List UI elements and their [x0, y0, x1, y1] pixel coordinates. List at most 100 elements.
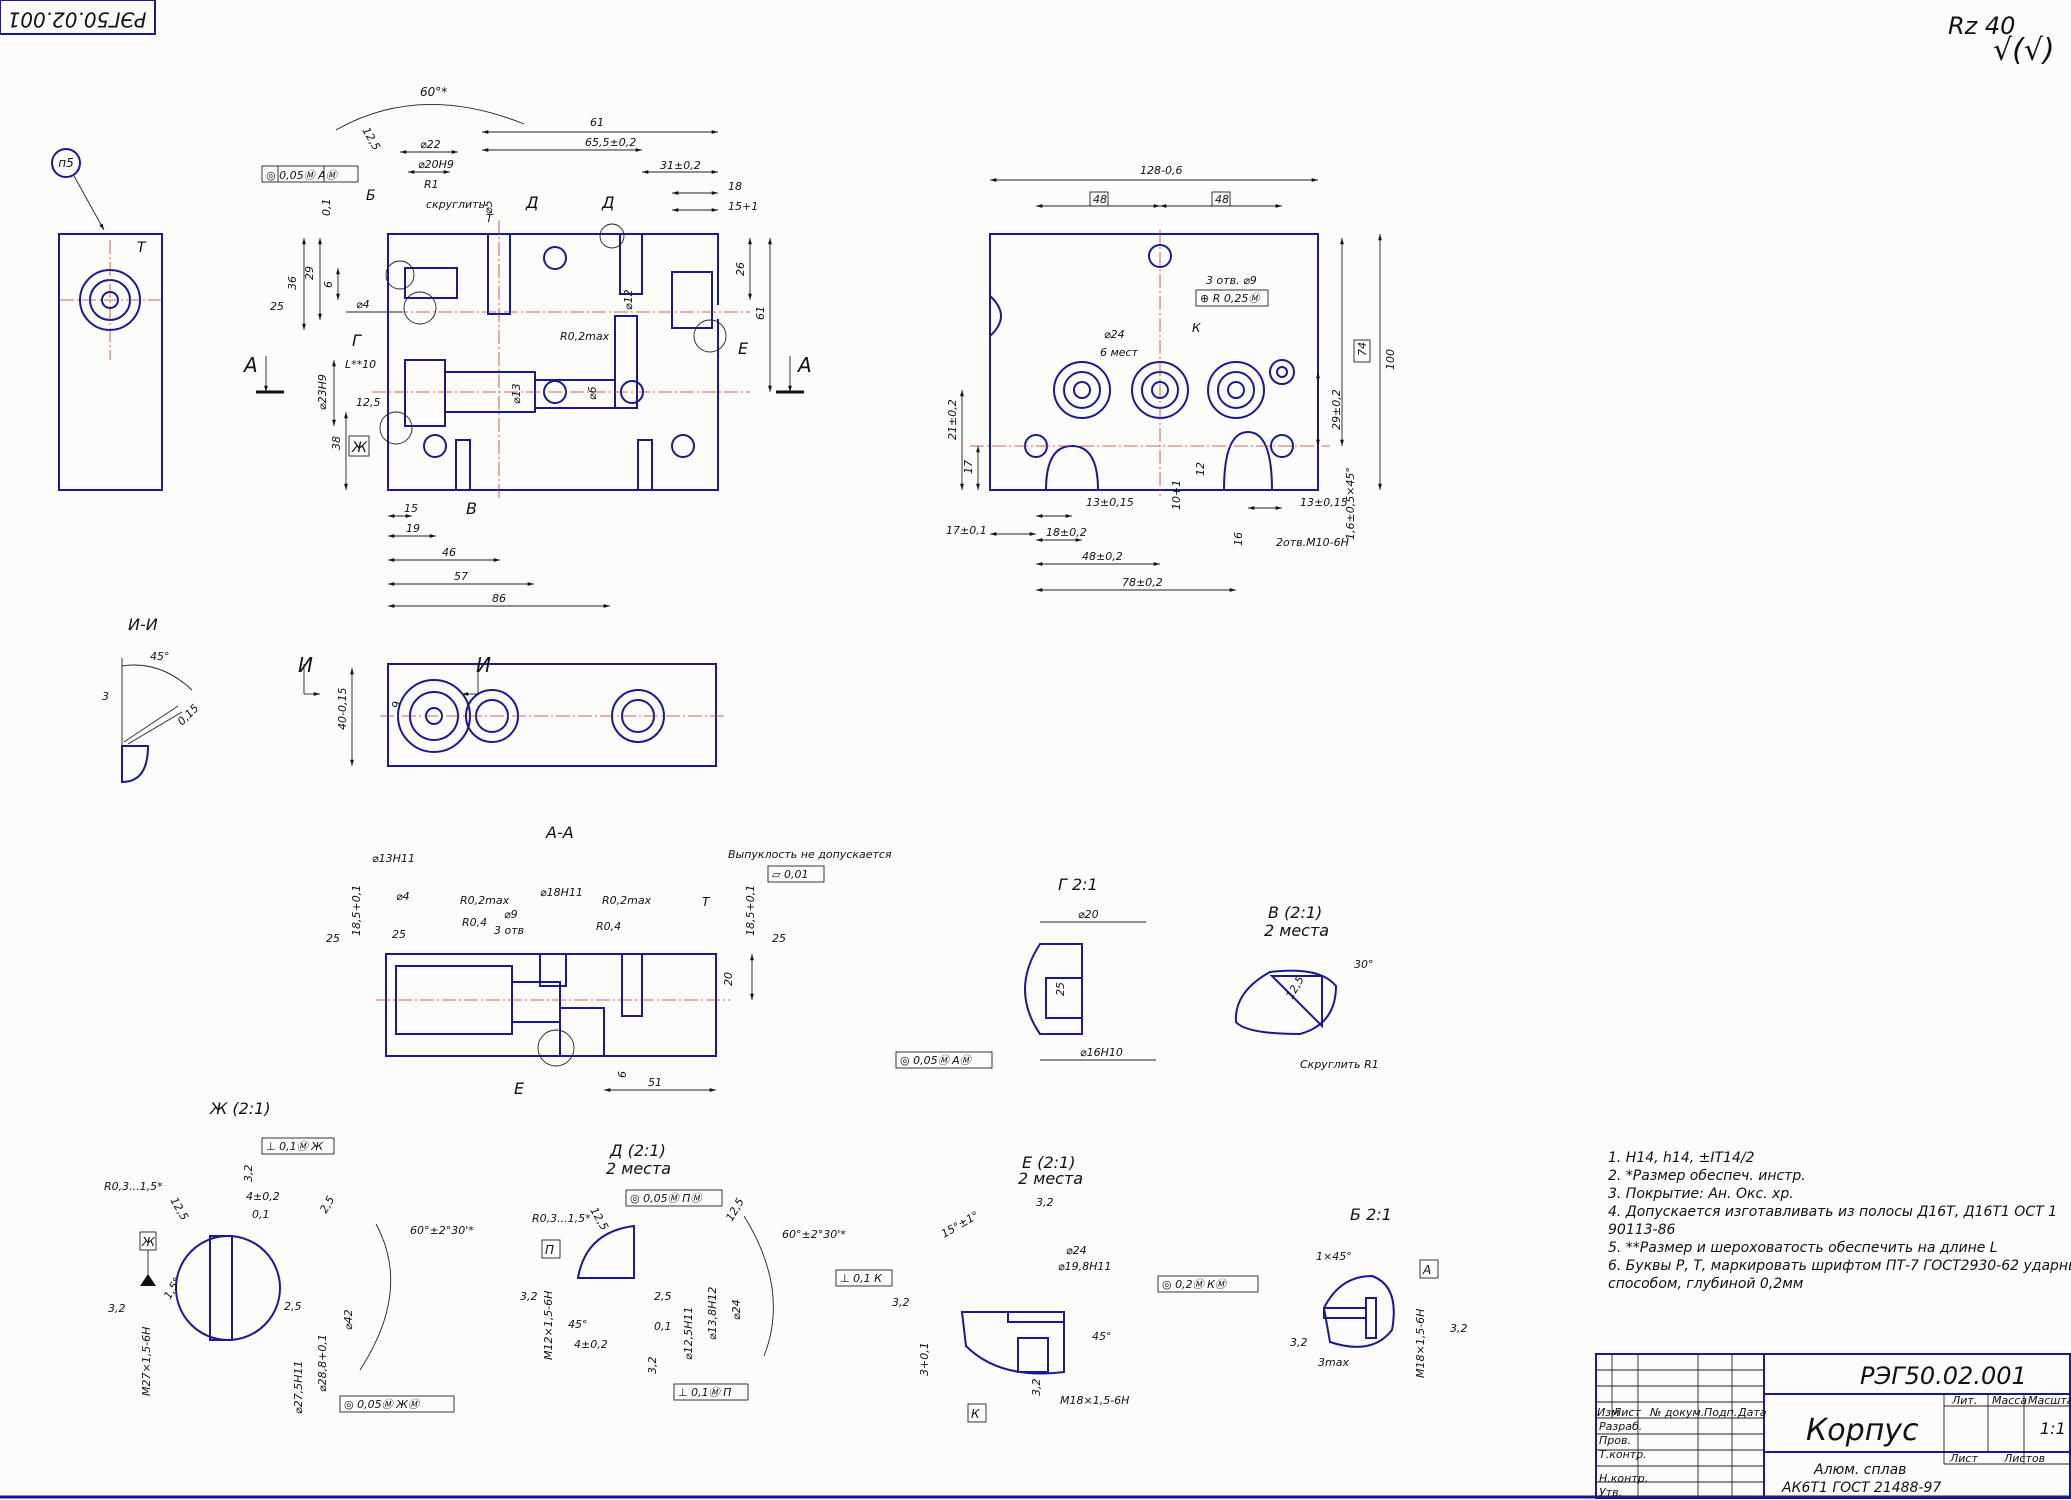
svg-text:12,5: 12,5 [587, 1205, 611, 1233]
svg-text:Т: Т [137, 240, 147, 256]
svg-text:1,6±0,5×45°: 1,6±0,5×45° [1344, 467, 1357, 540]
tol-frame-e-left: ⊥ 0,1 К [840, 1272, 883, 1285]
svg-text:60°±2°30'*: 60°±2°30'* [410, 1224, 474, 1237]
svg-text:12,5: 12,5 [356, 396, 381, 409]
svg-text:29: 29 [303, 266, 316, 280]
svg-text:3,2: 3,2 [108, 1302, 126, 1315]
note-4b: 90113-86 [1608, 1222, 1675, 1238]
svg-text:3 отв: 3 отв [494, 924, 524, 937]
stamp-code: РЭГ50.02.001 [8, 8, 147, 32]
svg-text:29±0,2: 29±0,2 [1330, 389, 1343, 430]
detail-b: Б 2:1 1×45° А 3,2 3max M18×1,5-6Н 3,2 [1290, 1205, 1468, 1378]
svg-text:3max: 3max [1318, 1356, 1349, 1369]
title-material-1: Алюм. сплав [1813, 1462, 1906, 1478]
svg-text:⌀22: ⌀22 [420, 138, 441, 151]
svg-text:12,5: 12,5 [723, 1196, 747, 1224]
svg-text:3,2: 3,2 [520, 1290, 538, 1303]
note-1: 1. Н14, h14, ±IT14/2 [1608, 1150, 1755, 1166]
title-name: Корпус [1806, 1413, 1919, 1448]
svg-text:61: 61 [754, 306, 767, 320]
note-4: 4. Допускается изготавливать из полосы Д… [1608, 1204, 2057, 1220]
svg-text:⌀42: ⌀42 [342, 1309, 355, 1330]
svg-text:6 мест: 6 мест [1100, 346, 1139, 359]
tol-frame-flatness: ▱ 0,01 [772, 868, 808, 881]
tol-frame-zh-bottom: ◎ 0,05Ⓜ ЖⓂ [344, 1398, 421, 1411]
svg-text:60°±2°30'*: 60°±2°30'* [782, 1228, 846, 1241]
svg-text:⌀23Н9: ⌀23Н9 [316, 374, 329, 410]
svg-text:51: 51 [648, 1076, 662, 1089]
svg-text:Г: Г [352, 331, 362, 350]
svg-text:25: 25 [326, 932, 340, 945]
svg-text:Д: Д [601, 193, 615, 212]
svg-text:Утв.: Утв. [1599, 1486, 1622, 1499]
svg-text:3,2: 3,2 [646, 1357, 659, 1375]
svg-text:6: 6 [616, 1071, 629, 1078]
svg-text:Масштаб: Масштаб [2028, 1394, 2071, 1407]
svg-text:13±0,15: 13±0,15 [1300, 496, 1348, 509]
svg-text:25: 25 [1054, 982, 1067, 996]
svg-text:57: 57 [454, 570, 468, 583]
svg-text:⌀19,8Н11: ⌀19,8Н11 [1058, 1260, 1111, 1273]
svg-text:128-0,6: 128-0,6 [1140, 164, 1182, 177]
svg-text:19: 19 [406, 522, 420, 535]
svg-text:45°: 45° [568, 1318, 588, 1331]
view-e-places: 2 места [1018, 1169, 1083, 1188]
svg-text:Ж: Ж [141, 1235, 156, 1249]
svg-text:Т: Т [702, 895, 711, 909]
front-section-view: А А 60°* 61 65,5±0,2 31±0,2 18 15+1 ⌀22 … [242, 85, 812, 608]
note-6: 6. Буквы Р, Т, маркировать шрифтом ПТ-7 … [1608, 1258, 2071, 1274]
svg-text:74: 74 [1356, 342, 1369, 356]
svg-text:78±0,2: 78±0,2 [1122, 576, 1163, 589]
note-6b: способом, глубиной 0,2мм [1608, 1276, 1804, 1292]
svg-text:Скруглить R1: Скруглить R1 [1300, 1058, 1379, 1071]
svg-text:А: А [242, 353, 258, 377]
surface-finish-symbol: Rz 40 √(√) [1948, 12, 2055, 68]
svg-text:п5: п5 [58, 156, 73, 170]
svg-text:18: 18 [728, 180, 742, 193]
svg-text:3,2: 3,2 [242, 1165, 255, 1183]
svg-text:21±0,2: 21±0,2 [946, 399, 959, 440]
svg-text:Д: Д [525, 193, 539, 212]
svg-text:4±0,2: 4±0,2 [574, 1338, 608, 1351]
svg-text:А: А [796, 353, 812, 377]
top-view: 128-0,6 48 48 3 отв. ⌀9 ⊕ R 0,25Ⓜ ⌀24 6 … [946, 164, 1397, 592]
svg-text:⌀24: ⌀24 [1066, 1244, 1087, 1257]
svg-text:Листов: Листов [2003, 1452, 2045, 1465]
view-ii-label: И-И [128, 615, 158, 634]
svg-text:3,2: 3,2 [1030, 1379, 1043, 1397]
svg-text:⌀6: ⌀6 [586, 386, 599, 400]
svg-text:38: 38 [330, 436, 343, 450]
svg-text:R1: R1 [424, 178, 439, 191]
svg-text:3,2: 3,2 [892, 1296, 910, 1309]
tol-frame-top-holes: ⊕ R 0,25Ⓜ [1200, 292, 1261, 305]
note-3: 3. Покрытие: Ан. Окс. хр. [1608, 1186, 1794, 1202]
svg-text:45°: 45° [150, 650, 170, 663]
svg-text:скруглить: скруглить [426, 198, 485, 211]
svg-text:П: П [545, 1243, 554, 1257]
svg-text:40-0,15: 40-0,15 [336, 688, 349, 730]
svg-text:2,5: 2,5 [284, 1300, 302, 1313]
svg-text:⌀20Н9: ⌀20Н9 [418, 158, 454, 171]
svg-text:Е: Е [514, 1079, 525, 1098]
svg-text:Дата: Дата [1737, 1406, 1767, 1419]
svg-text:9: 9 [390, 701, 403, 708]
svg-text:Лист: Лист [1612, 1406, 1641, 1419]
svg-text:25: 25 [270, 300, 284, 313]
svg-text:Лит.: Лит. [1951, 1394, 1977, 1407]
surface-finish-mark: √(√) [1993, 33, 2055, 68]
svg-text:31±0,2: 31±0,2 [660, 159, 701, 172]
tol-frame-front: ◎ 0,05Ⓜ АⓂ [266, 169, 339, 182]
svg-text:⌀24: ⌀24 [730, 1299, 743, 1320]
svg-text:25: 25 [772, 932, 786, 945]
side-view: п5 Т [51, 148, 163, 491]
tol-frame-g: ◎ 0,05Ⓜ АⓂ [900, 1054, 973, 1067]
svg-text:№ докум.: № докум. [1649, 1406, 1704, 1419]
svg-text:К: К [971, 1407, 980, 1421]
svg-text:R0,4: R0,4 [596, 920, 621, 933]
svg-text:⌀13: ⌀13 [510, 383, 523, 404]
svg-text:И: И [476, 653, 491, 677]
title-material-2: АК6Т1 ГОСТ 21488-97 [1781, 1480, 1941, 1496]
detail-zh: Ж (2:1) ⊥ 0,1Ⓜ Ж R0,3...1,5* 3,2 4±0,2 0… [104, 1099, 474, 1414]
tol-frame-e-right: ◎ 0,2Ⓜ КⓂ [1162, 1278, 1228, 1291]
